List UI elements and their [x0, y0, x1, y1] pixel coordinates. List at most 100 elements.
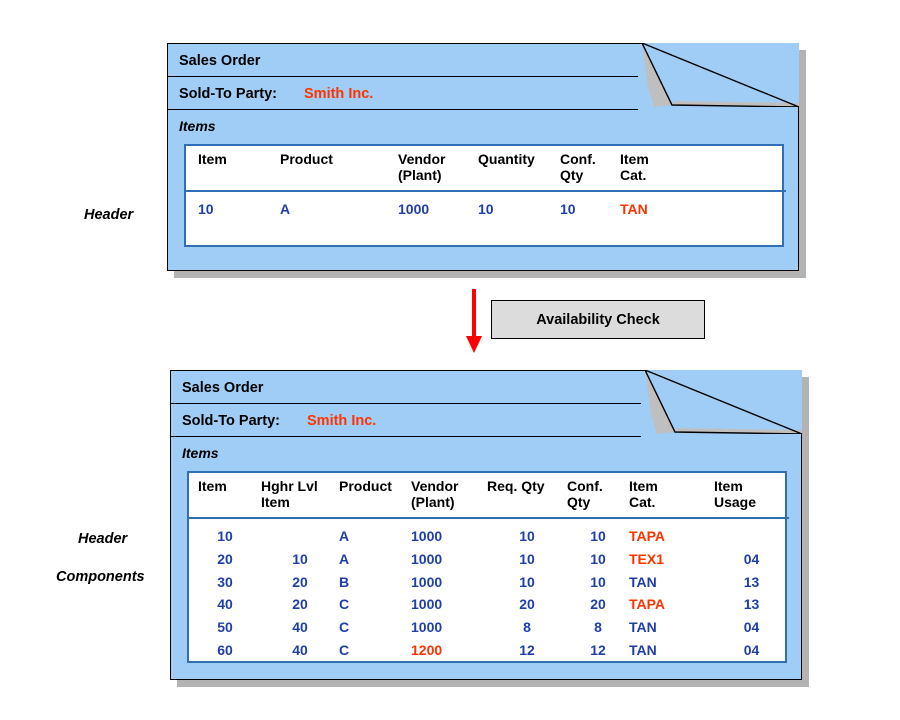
- table-row: 50 40 C 1000 8 8 TAN 04: [189, 616, 789, 639]
- cell-conf-qty: 10: [590, 551, 606, 568]
- cell-vendor: 1000: [411, 573, 443, 590]
- cell-hghr-lvl: 40: [292, 619, 308, 636]
- availability-check-box[interactable]: Availability Check: [491, 300, 705, 339]
- cell-product: A: [280, 201, 291, 218]
- cell-item-cat: TAN: [620, 201, 648, 218]
- cell-hghr-lvl: 10: [292, 551, 308, 568]
- col-quantity: Quantity: [478, 146, 560, 193]
- table-header-row: Item Product Vendor (Plant) Quantity Con…: [186, 146, 786, 193]
- cell-item-usage: 04: [743, 641, 760, 658]
- sold-to-party-row-bottom: Sold-To Party: Smith Inc.: [171, 404, 801, 437]
- cell-item-cat: TAPA: [629, 596, 666, 613]
- party-rule: [168, 109, 638, 110]
- cell-vendor: 1000: [411, 596, 443, 613]
- cell-vendor: 1000: [411, 619, 443, 636]
- cell-vendor: 1000: [398, 201, 430, 218]
- col-vendor: Vendor (Plant): [411, 473, 487, 520]
- sold-to-party-label: Sold-To Party:: [179, 85, 278, 102]
- items-table-bottom-grid: Item Hghr Lvl Item Product Vendor (Plant…: [189, 473, 789, 669]
- sold-to-party-label: Sold-To Party:: [182, 412, 281, 429]
- table-row: 40 20 C 1000 20 20 TAPA 13: [189, 593, 789, 616]
- cell-hghr-lvl: 20: [292, 573, 308, 590]
- card-title-row-top: Sales Order: [168, 44, 798, 77]
- col-product: Product: [339, 473, 411, 520]
- col-item-usage: Item Usage: [714, 473, 789, 520]
- cell-conf-qty: 20: [590, 596, 606, 613]
- cell-vendor: 1200: [411, 641, 443, 658]
- col-item-cat: Item Cat.: [620, 146, 786, 193]
- card-title: Sales Order: [179, 52, 261, 69]
- table-header-row: Item Hghr Lvl Item Product Vendor (Plant…: [189, 473, 789, 520]
- cell-product: A: [339, 551, 350, 568]
- cell-item: 50: [217, 619, 233, 636]
- sales-order-card-top: Sales Order Sold-To Party: Smith Inc. It…: [167, 43, 799, 271]
- title-rule: [168, 76, 638, 77]
- col-conf-qty: Conf. Qty: [567, 473, 629, 520]
- items-label-row-bottom: Items: [171, 437, 801, 468]
- cell-req-qty: 10: [519, 551, 535, 568]
- cell-item-cat: TAN: [629, 641, 657, 658]
- cell-item-usage: [714, 518, 789, 548]
- col-item: Item: [189, 473, 261, 520]
- table-row: 10 A 1000 10 10 TAPA: [189, 518, 789, 548]
- cell-product: B: [339, 573, 350, 590]
- col-vendor: Vendor (Plant): [398, 146, 478, 193]
- cell-product: C: [339, 619, 350, 636]
- cell-product: C: [339, 596, 350, 613]
- cell-vendor: 1000: [411, 551, 443, 568]
- cell-product: C: [339, 641, 350, 658]
- items-label: Items: [182, 444, 219, 461]
- card-title-row-bottom: Sales Order: [171, 371, 801, 404]
- col-conf-qty: Conf. Qty: [560, 146, 620, 193]
- cell-req-qty: 8: [523, 619, 531, 636]
- cell-product: A: [339, 528, 350, 545]
- cell-item: 40: [217, 596, 233, 613]
- col-hghr-lvl-item: Hghr Lvl Item: [261, 473, 339, 520]
- items-label: Items: [179, 117, 216, 134]
- items-table-bottom: Item Hghr Lvl Item Product Vendor (Plant…: [187, 471, 789, 663]
- cell-conf-qty: 10: [590, 528, 606, 545]
- cell-vendor: 1000: [411, 528, 443, 545]
- cell-item: 60: [217, 641, 233, 658]
- col-product: Product: [280, 146, 398, 193]
- sold-to-party-row-top: Sold-To Party: Smith Inc.: [168, 77, 798, 110]
- col-item: Item: [186, 146, 280, 193]
- table-row: 60 40 C 1200 12 12 TAN 04: [189, 639, 789, 670]
- cell-item: 30: [217, 573, 233, 590]
- cell-req-qty: 12: [519, 641, 535, 658]
- cell-req-qty: 10: [519, 573, 535, 590]
- cell-conf-qty: 8: [594, 619, 602, 636]
- cell-item-usage: 04: [743, 619, 760, 636]
- card-title: Sales Order: [182, 379, 264, 396]
- party-rule: [171, 436, 641, 437]
- side-label-header-bottom: Header: [78, 531, 128, 547]
- cell-hghr-lvl: [261, 518, 339, 548]
- table-row: 20 10 A 1000 10 10 TEX1 04: [189, 548, 789, 571]
- cell-item-usage: 04: [743, 551, 760, 568]
- cell-conf-qty: 10: [560, 201, 576, 218]
- col-item-cat: Item Cat.: [629, 473, 714, 520]
- cell-item-cat: TAPA: [629, 528, 666, 545]
- cell-hghr-lvl: 20: [292, 596, 308, 613]
- items-table-top: Item Product Vendor (Plant) Quantity Con…: [184, 144, 786, 247]
- cell-quantity: 10: [478, 201, 494, 218]
- sold-to-party-value: Smith Inc.: [304, 85, 374, 102]
- cell-item-cat: TEX1: [629, 551, 665, 568]
- col-req-qty: Req. Qty: [487, 473, 567, 520]
- cell-item-usage: 13: [743, 573, 760, 590]
- availability-check-label: Availability Check: [536, 311, 660, 328]
- process-arrow-down-icon: [466, 289, 482, 353]
- side-label-header-top: Header: [84, 207, 134, 223]
- cell-conf-qty: 12: [590, 641, 606, 658]
- cell-item-cat: TAN: [629, 573, 657, 590]
- cell-req-qty: 20: [519, 596, 535, 613]
- sales-order-card-bottom: Sales Order Sold-To Party: Smith Inc. It…: [170, 370, 802, 680]
- cell-item: 20: [217, 551, 233, 568]
- cell-req-qty: 10: [519, 528, 535, 545]
- cell-item-cat: TAN: [629, 619, 657, 636]
- cell-hghr-lvl: 40: [292, 641, 308, 658]
- cell-item-usage: 13: [743, 596, 760, 613]
- side-label-components: Components: [56, 569, 145, 585]
- table-row: 10 A 1000 10 10 TAN: [186, 191, 786, 221]
- table-row: 30 20 B 1000 10 10 TAN 13: [189, 571, 789, 594]
